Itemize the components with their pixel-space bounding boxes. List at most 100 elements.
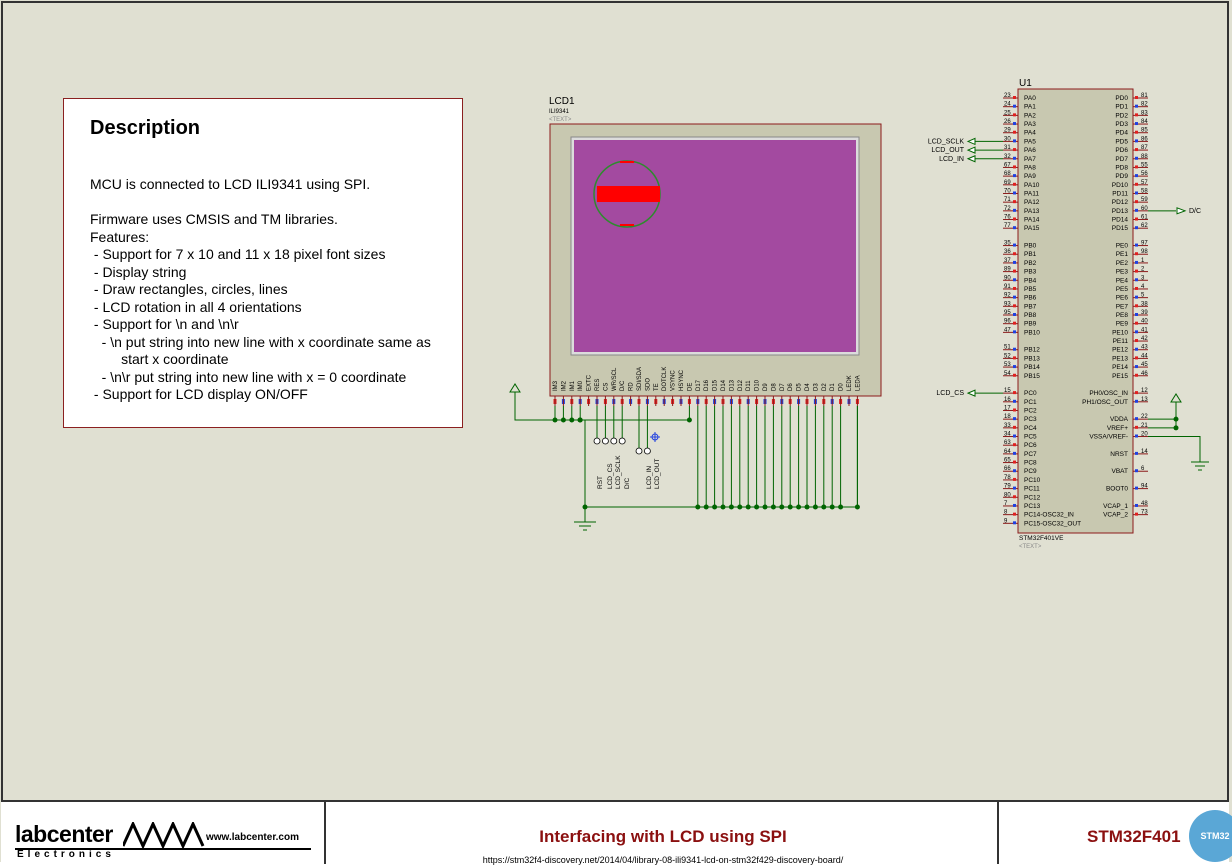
- terminal-open: [602, 437, 609, 445]
- mcu-pin-marker: [1135, 286, 1138, 290]
- mcu-pin-name: PD8: [1115, 164, 1128, 171]
- mcu-pin-number: 56: [1141, 171, 1148, 177]
- mcu-pin-name: PB0: [1024, 243, 1037, 250]
- mcu-pin-number: 81: [1141, 93, 1148, 99]
- mcu-pin-number: 93: [1004, 301, 1011, 307]
- lcd-pin-label: D0: [839, 383, 845, 391]
- mcu-pin-name: PB2: [1024, 260, 1037, 267]
- mcu-pin-number: 3: [1141, 275, 1145, 281]
- gnd-bus-wire: [584, 420, 858, 508]
- mcu-pin-marker: [1013, 286, 1016, 290]
- mcu-pin-number: 66: [1004, 466, 1011, 472]
- mcu-pin-marker: [1135, 260, 1138, 264]
- mcu-pin-name: PB1: [1024, 251, 1037, 258]
- mcu-pin-number: 87: [1141, 145, 1148, 151]
- mcu-pin-number: 72: [1004, 206, 1011, 212]
- mcu-pin-number: 86: [1141, 136, 1148, 142]
- mcu-pin-number: 4: [1141, 284, 1145, 290]
- mcu-pin-name: PC15-OSC32_OUT: [1024, 520, 1081, 527]
- mcu-pin-marker: [1135, 122, 1138, 126]
- mcu-pin-name: PA9: [1024, 173, 1036, 180]
- mcu-pin-marker: [1013, 122, 1016, 126]
- mcu-pin-marker: [1135, 451, 1138, 455]
- mcu-pin-name: PC1: [1024, 399, 1037, 406]
- mcu-pin-number: 32: [1004, 154, 1011, 160]
- mcu-pin-number: 60: [1141, 206, 1148, 212]
- mcu-pin-marker: [1013, 460, 1016, 464]
- mcu-pin-marker: [1013, 260, 1016, 264]
- mcu-pin-name: PA3: [1024, 121, 1036, 128]
- mcu-pin-name: PE9: [1116, 321, 1129, 328]
- stm32-badge: STM32: [1189, 810, 1232, 862]
- mcu-pin-marker: [1013, 243, 1016, 247]
- mcu-pin-number: 48: [1141, 501, 1148, 507]
- mcu-pin-number: 70: [1004, 188, 1011, 194]
- mcu-pin-marker: [1135, 339, 1138, 343]
- mcu-pin-name: PE2: [1116, 260, 1129, 267]
- mcu-pin-number: 69: [1004, 180, 1011, 186]
- lcd-pin-label: TE: [654, 383, 660, 391]
- lcd-pin-label: D5: [797, 383, 803, 391]
- lcd-net-label: LCD_IN: [646, 466, 653, 489]
- mcu-pin-marker: [1135, 269, 1138, 273]
- mcu-pin-number: 20: [1141, 432, 1148, 438]
- description-box: Description MCU is connected to LCD ILI9…: [63, 98, 463, 428]
- mcu-pin-number: 22: [1141, 414, 1148, 420]
- mcu-pin-marker: [1013, 503, 1016, 507]
- mcu-pin-marker: [1013, 130, 1016, 134]
- net-label: LCD_CS: [936, 390, 964, 397]
- mcu-pin-name: PA15: [1024, 225, 1040, 232]
- mcu-pin-marker: [1135, 512, 1138, 516]
- lcd-pin-label: D16: [704, 379, 710, 391]
- vcc-arrow-icon: [1170, 393, 1182, 403]
- lcd-net-label: LCD_CS: [607, 463, 614, 489]
- net-arrow-icon: [966, 146, 976, 154]
- mcu-pin-name: PE1: [1116, 251, 1129, 258]
- mcu-pin-number: 12: [1141, 388, 1148, 394]
- net-label: LCD_SCLK: [928, 138, 965, 145]
- mcu-pin-marker: [1135, 347, 1138, 351]
- mcu-pin-number: 41: [1141, 327, 1148, 333]
- mcu-pin-name: PC7: [1024, 451, 1037, 458]
- mcu-pin-marker: [1013, 174, 1016, 178]
- lcd-pin-label: RES: [595, 379, 601, 391]
- title-divider: [997, 802, 999, 864]
- mcu-pin-number: 51: [1004, 345, 1011, 351]
- mcu-pin-name: PB14: [1024, 364, 1040, 371]
- mcu-pin-name: NRST: [1110, 451, 1128, 458]
- mcu-pin-name: VDDA: [1110, 416, 1129, 423]
- lcd-screen: [574, 140, 856, 352]
- terminal-open: [610, 437, 618, 445]
- mcu-pin-marker: [1013, 191, 1016, 195]
- mcu-pin-name: VREF+: [1107, 425, 1128, 432]
- mcu-pin-marker: [1013, 104, 1016, 108]
- lcd-pin-label: DE: [687, 383, 693, 391]
- project-url[interactable]: https://stm32f4-discovery.net/2014/04/li…: [482, 855, 844, 865]
- lcd-pin-label: D1: [830, 383, 836, 391]
- mcu-pin-marker: [1135, 156, 1138, 160]
- junction-dot: [1173, 416, 1179, 422]
- mcu-pin-name: PD0: [1115, 95, 1128, 102]
- mcu-pin-marker: [1135, 208, 1138, 212]
- mcu-pin-name: PD3: [1115, 121, 1128, 128]
- net-label: LCD_OUT: [931, 147, 964, 154]
- mcu-pin-marker: [1013, 486, 1016, 490]
- lcd-pin-label: D8: [771, 383, 777, 391]
- mcu-pin-number: 30: [1004, 136, 1011, 142]
- mcu-pin-marker: [1135, 191, 1138, 195]
- mcu-pin-marker: [1013, 269, 1016, 273]
- mcu-pin-name: PA10: [1024, 182, 1040, 189]
- mcu-pin-number: 57: [1141, 180, 1148, 186]
- net-label: LCD_IN: [939, 156, 964, 163]
- vcc-arrow-icon: [509, 383, 521, 393]
- mcu-pin-name: PA8: [1024, 164, 1036, 171]
- mcu-pin-number: 96: [1004, 319, 1011, 325]
- mcu-pin-marker: [1013, 443, 1016, 447]
- mcu-pin-marker: [1135, 217, 1138, 221]
- mcu-pin-name: VBAT: [1112, 468, 1129, 475]
- mcu-pin-number: 9: [1004, 518, 1008, 524]
- mcu-pin-marker: [1013, 399, 1016, 403]
- mcu-pin-number: 5: [1141, 293, 1145, 299]
